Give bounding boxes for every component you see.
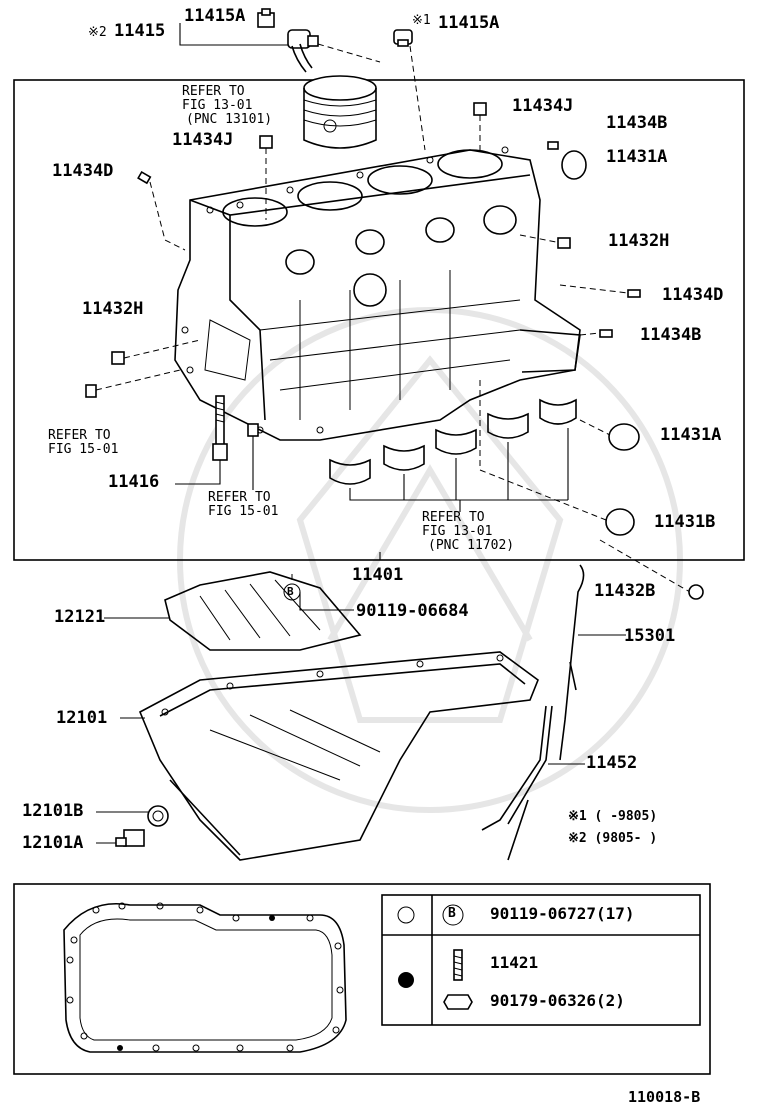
refer-piston-line3: (PNC 13101) <box>186 112 273 127</box>
part-11415-label: 11415 <box>114 21 166 41</box>
refer-left-line2: FIG 15-01 <box>48 442 119 457</box>
part-11431a-mid-label: 11431A <box>660 425 722 445</box>
part-11434d-right-label: 11434D <box>662 285 724 305</box>
gasket-12101b <box>147 805 169 827</box>
crankshaft-bearings <box>329 398 577 485</box>
part-12101a-label: 12101A <box>22 833 84 853</box>
oil-pan-gasket-outline <box>63 902 347 1053</box>
refer-bearing-line1: REFER TO <box>422 510 485 525</box>
oil-baffle-12121 <box>164 571 362 651</box>
part-11434b-top-label: 11434B <box>606 113 668 133</box>
legend-row1-part: 90119-06727(17) <box>490 904 635 923</box>
part-11431a-top-label: 11431A <box>606 147 668 167</box>
part-12101b-label: 12101B <box>22 801 84 821</box>
part-11401-label: 11401 <box>352 565 404 585</box>
figure-code: 110018-B <box>628 1088 701 1106</box>
part-11434j-left-label: 11434J <box>172 130 234 150</box>
pin-11434j-right <box>473 102 487 116</box>
plug-11431b <box>605 508 635 536</box>
part-11434b-right-label: 11434B <box>640 325 702 345</box>
part-11431b-label: 11431B <box>654 512 716 532</box>
dipstick-15301 <box>559 564 585 761</box>
refer-bearing-line2: FIG 13-01 <box>422 524 493 539</box>
engine-block-frame <box>13 79 745 561</box>
note-2: ※2 (9805- ) <box>568 831 658 846</box>
pin-11434j-left <box>259 135 273 149</box>
part-11416-label: 11416 <box>108 472 160 492</box>
stud-11421 <box>453 949 463 981</box>
refer-left-line1: REFER TO <box>48 428 111 443</box>
refer-mid-line2: FIG 15-01 <box>208 504 279 519</box>
plug-11432h-right <box>557 237 571 249</box>
plug-11432h-left <box>111 351 125 365</box>
part-11452-label: 11452 <box>586 753 638 773</box>
refer-piston-line1: REFER TO <box>182 84 245 99</box>
part-11434j-right-label: 11434J <box>512 96 574 116</box>
mark-2-label: ※2 <box>88 25 107 40</box>
legend-row2-part: 11421 <box>490 953 539 972</box>
gasket-legend-frame <box>13 883 711 1075</box>
nut-90179 <box>443 994 473 1010</box>
refer-bearing-line3: (PNC 11702) <box>428 538 515 553</box>
open-circle-symbol <box>397 906 415 924</box>
part-11415a-right-label: 11415A <box>438 13 500 33</box>
legend-row3-part: 90179-06326(2) <box>490 991 625 1010</box>
circle-b-legend-text: B <box>448 906 456 921</box>
plug-11431a-mid <box>608 423 640 451</box>
part-11432h-left-label: 11432H <box>82 299 144 319</box>
refer-piston-line2: FIG 13-01 <box>182 98 253 113</box>
bracket-11415 <box>179 23 300 46</box>
plug-11415a-left <box>257 8 275 28</box>
plug-11415a-right <box>393 29 413 47</box>
circle-b-legend <box>442 904 464 926</box>
part-11415a-left-label: 11415A <box>184 6 246 26</box>
dipstick-11452 <box>481 705 553 861</box>
cylinder-block <box>174 146 581 441</box>
fastener-legend-table <box>381 894 701 1026</box>
part-12121-label: 12121 <box>54 607 106 627</box>
part-11432b-label: 11432B <box>594 581 656 601</box>
pin-11434d-left <box>137 170 152 185</box>
pin-left-reference <box>85 384 97 398</box>
oil-pan-12101 <box>138 651 539 861</box>
part-11434d-left-label: 11434D <box>52 161 114 181</box>
plug-11431a-top <box>561 150 587 180</box>
piston-reference <box>303 75 377 149</box>
part-12101-label: 12101 <box>56 708 108 728</box>
circle-b-inline-text: B <box>287 585 294 598</box>
part-11432h-right-label: 11432H <box>608 231 670 251</box>
part-15301-label: 15301 <box>624 626 676 646</box>
plug-11432b <box>688 584 704 600</box>
part-90119-06684-label: 90119-06684 <box>356 601 469 621</box>
filled-circle-symbol <box>398 972 414 988</box>
refer-mid-line1: REFER TO <box>208 490 271 505</box>
note-1: ※1 ( -9805) <box>568 809 658 824</box>
mark-1-label: ※1 <box>412 13 431 28</box>
drain-plug-12101a <box>115 829 145 847</box>
pin-11434d-right <box>627 289 641 298</box>
pin-11434b-right <box>599 329 613 338</box>
pin-mid-reference <box>247 423 259 437</box>
sensor-11415 <box>287 29 319 73</box>
pin-11434b-top <box>547 141 559 150</box>
